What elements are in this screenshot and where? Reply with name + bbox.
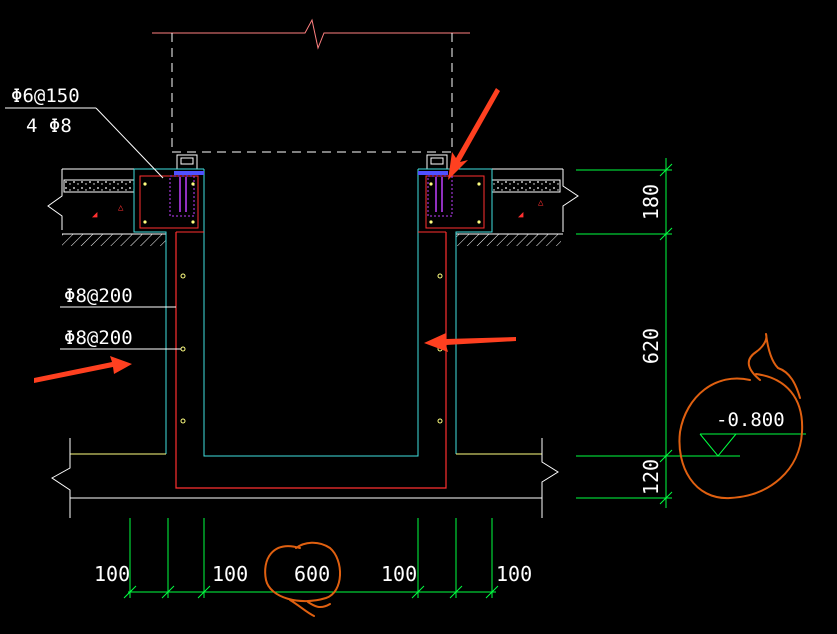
rebar-label-1: Φ8@200 (64, 285, 133, 307)
stirrup-label: Φ6@150 (11, 85, 80, 107)
annotation-arrows (34, 88, 516, 383)
right-edge-beam (418, 171, 485, 229)
vertical-dimension-chain (576, 158, 740, 508)
dimension-120: 120 (639, 459, 663, 495)
right-slab-finish-layer (491, 179, 561, 193)
wall-rebar-callout-1: Φ8@200 (60, 285, 176, 308)
highlight-circle-elevation (678, 333, 804, 500)
left-slab: ◢ △ (47, 168, 176, 246)
top-bar-label: 4 Φ8 (26, 115, 72, 137)
svg-text:△: △ (538, 198, 544, 208)
elevation-marker: -0.800 (699, 409, 806, 457)
base-right-break-line (541, 454, 559, 518)
svg-text:◢: ◢ (518, 210, 524, 220)
left-support-block-inner (180, 157, 194, 165)
rebar-u-shape (175, 231, 447, 489)
hand-drawn-highlights (264, 333, 804, 617)
upper-wall (152, 18, 470, 153)
highlight-circle-600 (264, 541, 342, 617)
dimension-left-100: 100 (94, 562, 130, 586)
dimension-620: 620 (639, 328, 663, 364)
wall-rebar-callout-2: Φ8@200 (60, 327, 181, 350)
left-ground-hatch (62, 234, 166, 246)
right-support-block (426, 154, 448, 170)
arrow-to-right-beam (448, 88, 500, 180)
base-left-break-line (51, 454, 71, 518)
upper-wall-break-line (152, 18, 470, 50)
left-support-block (176, 154, 198, 170)
dimension-600: 600 (294, 562, 330, 586)
arrow-to-left-wall (34, 356, 132, 383)
left-edge-beam (139, 171, 204, 229)
trench-concrete-outline (133, 168, 493, 457)
trench-wall-outline (51, 438, 559, 518)
rebar-label-2: Φ8@200 (64, 327, 133, 349)
svg-text:◢: ◢ (92, 210, 98, 220)
arrow-to-right-wall (424, 333, 516, 352)
left-slab-finish-layer (63, 179, 135, 193)
svg-text:△: △ (118, 203, 124, 213)
dimension-inner-right-100: 100 (381, 562, 417, 586)
rebar-dots (180, 273, 443, 424)
right-ground-hatch (456, 234, 561, 246)
elevation-label: -0.800 (716, 409, 785, 431)
left-slab-break-line (47, 169, 63, 230)
right-slab: ◢ △ (448, 168, 579, 246)
dimension-inner-left-100: 100 (212, 562, 248, 586)
dimension-180: 180 (639, 184, 663, 220)
dimension-right-100: 100 (496, 562, 532, 586)
horizontal-dimension-chain (123, 518, 499, 599)
right-slab-break-line (562, 169, 579, 232)
right-support-block-inner (430, 157, 444, 165)
top-rebar-callout: Φ6@150 4 Φ8 (5, 85, 164, 179)
